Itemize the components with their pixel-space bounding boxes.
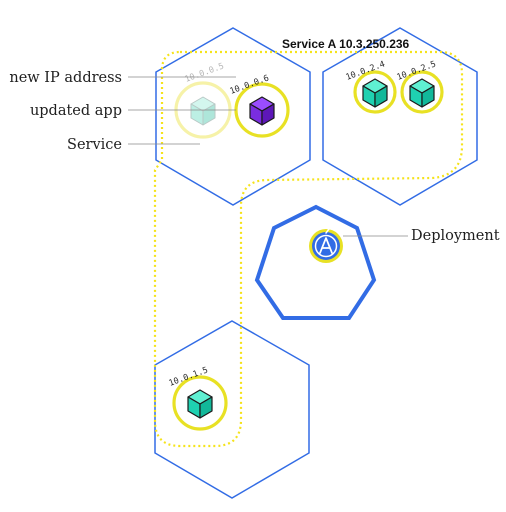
pod-10-0-1-5: 10.0.1.5 bbox=[168, 365, 228, 431]
node-top-right bbox=[322, 27, 478, 206]
service-title: Service A 10.3.250.236 bbox=[282, 37, 410, 51]
callout-service: Service bbox=[67, 137, 122, 153]
old-pod-ip: 10.0.0.5 bbox=[184, 61, 226, 84]
pod-10-0-2-4: 10.0.2.4 bbox=[345, 59, 397, 114]
updated-pod: 10.0.0.6 bbox=[229, 73, 290, 138]
node-top-left bbox=[155, 27, 311, 206]
callout-deployment: Deployment bbox=[411, 228, 500, 244]
callout-updated-app: updated app bbox=[30, 103, 122, 119]
deployment-shape bbox=[254, 204, 377, 320]
old-pod: 10.0.0.5 bbox=[174, 61, 232, 139]
callout-new-ip: new IP address bbox=[9, 70, 122, 86]
pod-10-0-2-5: 10.0.2.5 bbox=[396, 59, 444, 114]
deployment-icon bbox=[309, 228, 343, 263]
